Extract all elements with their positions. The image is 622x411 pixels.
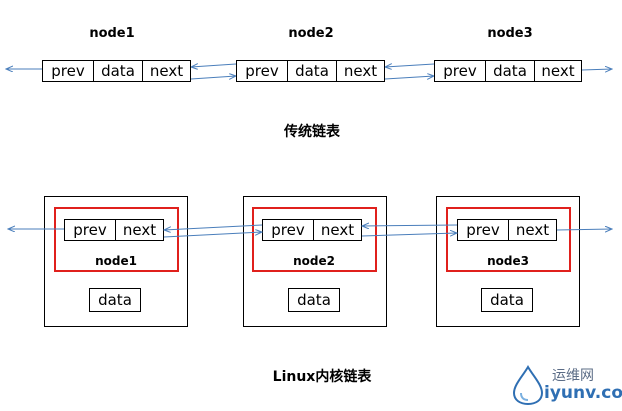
- trad-arrow-n2-to-n3: [384, 76, 434, 79]
- kernel-node1-listhead: [54, 207, 179, 272]
- trad-node2-title: node2: [288, 26, 334, 41]
- trad-node2-data: data: [287, 61, 336, 81]
- watermark-logo: 运维网 iyunv.com: [506, 363, 622, 407]
- kernel-caption: Linux内核链表: [272, 369, 372, 385]
- trad-node3-title: node3: [487, 26, 533, 41]
- trad-node2-prev: prev: [245, 62, 279, 80]
- trad-arrow-n1-to-n2: [190, 76, 236, 79]
- watermark-top-text: 运维网: [552, 368, 594, 384]
- trad-arrow-right-out: [581, 69, 612, 70]
- kernel-arrow-right-out: [556, 229, 612, 230]
- kernel-node3-next: next: [508, 220, 556, 240]
- trad-node3-box: prev data next: [434, 60, 582, 82]
- trad-arrow-n3-to-n2: [385, 64, 435, 67]
- kernel-node2-next: next: [313, 220, 361, 240]
- kernel-node3-title: node3: [487, 254, 529, 268]
- kernel-arrow-n1-to-n2: [163, 232, 262, 238]
- kernel-arrow-n2-to-n3: [361, 233, 457, 236]
- kernel-arrow-n2-to-n1: [164, 224, 263, 230]
- trad-node1-box: prev data next: [42, 60, 191, 82]
- trad-node3-data: data: [485, 61, 534, 81]
- trad-node2-box: prev data next: [236, 60, 385, 82]
- trad-arrow-n2-to-n1: [191, 64, 237, 67]
- kernel-arrow-n3-to-n2: [362, 225, 458, 226]
- trad-node1-prev: prev: [51, 62, 85, 80]
- kernel-node1-data: data: [89, 288, 141, 312]
- trad-node3-next: next: [534, 61, 581, 81]
- trad-node1-next: next: [142, 61, 190, 81]
- kernel-node3-listhead: [446, 207, 571, 272]
- kernel-node3-prev: prev: [466, 221, 500, 239]
- watermark-bottom-text: iyunv.com: [544, 383, 622, 403]
- waterdrop-icon: [512, 365, 544, 405]
- trad-node3-prev: prev: [443, 62, 477, 80]
- trad-caption: 传统链表: [284, 124, 340, 140]
- trad-node1-title: node1: [89, 26, 135, 41]
- trad-node1-data: data: [93, 61, 142, 81]
- kernel-node2-pointers: prev next: [262, 219, 362, 241]
- kernel-node1-prev: prev: [73, 221, 107, 239]
- kernel-node1-pointers: prev next: [64, 219, 164, 241]
- kernel-node3-pointers: prev next: [457, 219, 557, 241]
- kernel-node1-next: next: [115, 220, 163, 240]
- kernel-node1-title: node1: [95, 254, 137, 268]
- kernel-node2-listhead: [252, 207, 377, 272]
- kernel-node2-prev: prev: [271, 221, 305, 239]
- kernel-node2-data: data: [288, 288, 340, 312]
- kernel-node3-data: data: [481, 288, 533, 312]
- trad-node2-next: next: [336, 61, 384, 81]
- kernel-node2-title: node2: [293, 254, 335, 268]
